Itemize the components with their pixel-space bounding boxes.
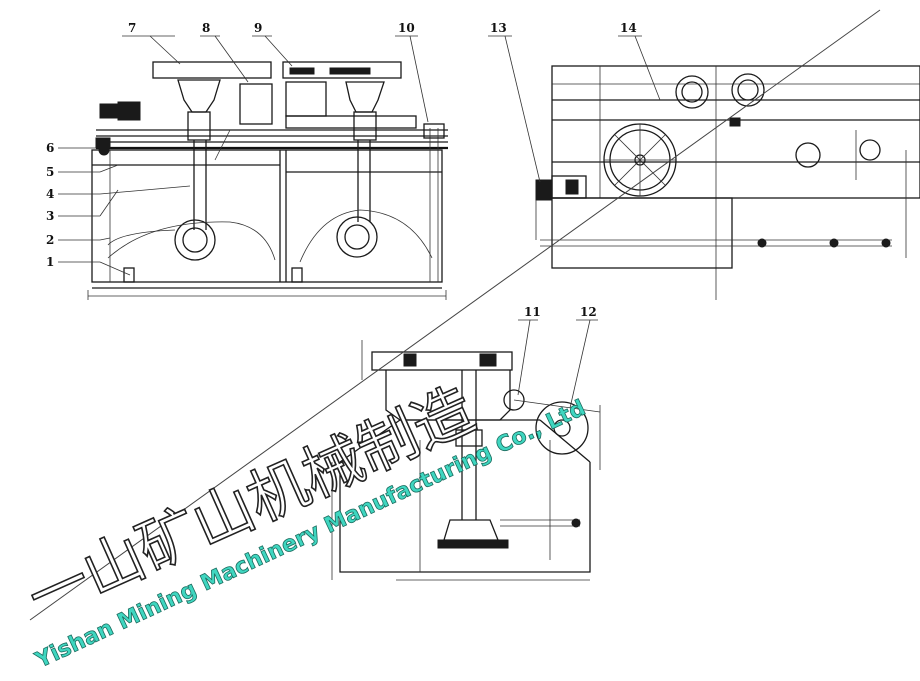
watermark-chinese-text: 一山矿山机械制造 — [18, 375, 485, 634]
part-labels: 1 2 3 4 5 6 7 8 9 10 11 12 13 14 — [46, 21, 637, 319]
side-view — [488, 35, 920, 300]
label-4: 4 — [46, 187, 54, 201]
label-10: 10 — [398, 21, 415, 35]
label-11: 11 — [524, 305, 541, 319]
label-13: 13 — [490, 21, 507, 35]
front-view-leaders — [58, 35, 429, 276]
label-14: 14 — [620, 21, 637, 35]
label-12: 12 — [580, 305, 597, 319]
label-8: 8 — [202, 21, 210, 35]
label-5: 5 — [46, 165, 54, 179]
label-3: 3 — [46, 209, 54, 223]
label-9: 9 — [254, 21, 262, 35]
section-view — [331, 319, 601, 581]
label-6: 6 — [46, 141, 54, 155]
label-2: 2 — [46, 233, 54, 247]
watermark: 一山矿山机械制造 Yishan Mining Machinery Manufac… — [17, 9, 881, 674]
label-7: 7 — [128, 21, 136, 35]
front-view — [87, 61, 448, 300]
label-1: 1 — [46, 255, 54, 269]
